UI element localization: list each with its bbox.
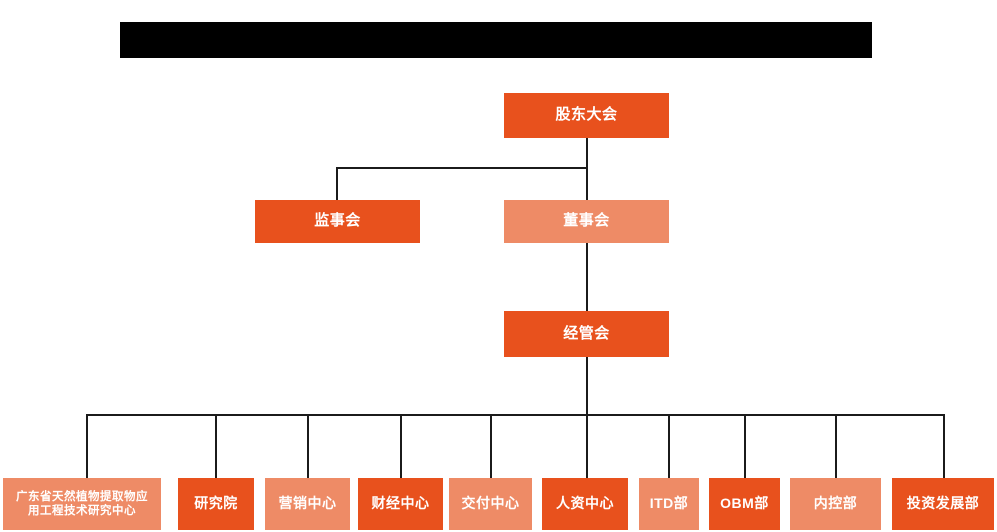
connector-management-down [586,357,588,415]
connector-drop-marketing-center [307,414,309,478]
node-label: 经管会 [563,324,610,342]
connector-drop-internal-control-dept [835,414,837,478]
node-label: 股东大会 [555,106,618,124]
node-label: 研究院 [194,495,238,512]
connector-drop-gd-research-center [86,414,88,478]
node-board-of-directors[interactable]: 董事会 [504,200,669,243]
connector-directors-to-management [586,243,588,311]
node-label: 内控部 [813,495,858,512]
redacted-title-bar [120,22,872,58]
node-investment-dev-dept[interactable]: 投资发展部 [892,478,994,530]
node-label: 人资中心 [556,495,614,512]
connector-drop-research-institute [215,414,217,478]
node-marketing-center[interactable]: 营销中心 [265,478,350,530]
node-delivery-center[interactable]: 交付中心 [449,478,532,530]
connector-drop-delivery-center [490,414,492,478]
node-label: 广东省天然植物提取物应 用工程技术研究中心 [16,490,148,517]
node-obm-dept[interactable]: OBM部 [709,478,780,530]
node-board-of-supervisors[interactable]: 监事会 [255,200,420,243]
connector-drop-obm-dept [744,414,746,478]
connector-drop-finance-center [400,414,402,478]
connector-drop-itd-dept [668,414,670,478]
node-internal-control-dept[interactable]: 内控部 [790,478,881,530]
connector-drop-investment-dev-dept [943,414,945,478]
node-hr-center[interactable]: 人资中心 [542,478,628,530]
node-label: 财经中心 [371,495,430,512]
node-label: 监事会 [314,212,361,230]
connector-level2-bus [336,167,588,169]
node-itd-dept[interactable]: ITD部 [639,478,699,530]
node-finance-center[interactable]: 财经中心 [358,478,443,530]
node-shareholders-meeting[interactable]: 股东大会 [504,93,669,138]
connector-shareholders-down [586,138,588,168]
node-label: ITD部 [649,495,689,512]
node-label: 交付中心 [461,495,520,512]
connector-departments-bus [86,414,944,416]
node-management-committee[interactable]: 经管会 [504,311,669,357]
connector-to-supervisors [336,167,338,200]
node-label: 投资发展部 [906,495,980,512]
node-label: OBM部 [720,495,769,512]
node-label: 董事会 [563,212,610,230]
node-research-institute[interactable]: 研究院 [178,478,254,530]
connector-to-directors [586,167,588,200]
connector-drop-hr-center [586,414,588,478]
node-gd-research-center[interactable]: 广东省天然植物提取物应 用工程技术研究中心 [3,478,161,530]
node-label: 营销中心 [278,495,337,512]
